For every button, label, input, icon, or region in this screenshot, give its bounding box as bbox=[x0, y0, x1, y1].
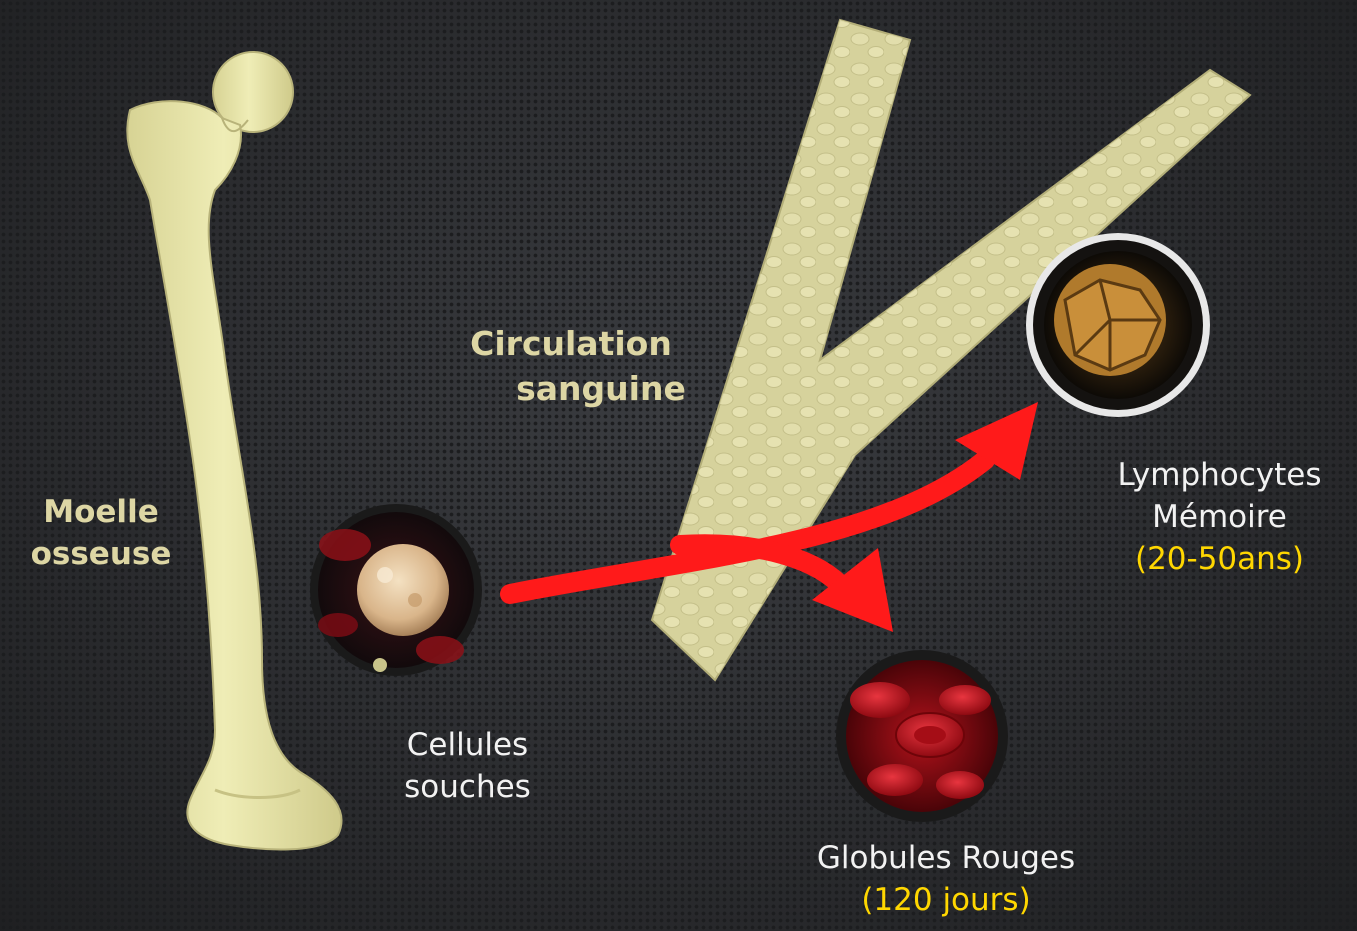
label-blood-circulation-line1: Circulation bbox=[455, 322, 717, 367]
label-red-blood-cells: Globules Rouges (120 jours) bbox=[790, 838, 1102, 922]
label-red-blood-cells-line1: Globules Rouges bbox=[790, 838, 1102, 880]
femur-bone-icon bbox=[127, 52, 341, 849]
label-memory-lymphocytes-lifespan: (20-50ans) bbox=[1092, 539, 1347, 581]
label-stem-cells: Cellules souches bbox=[380, 725, 555, 809]
label-blood-circulation-line2: sanguine bbox=[455, 367, 717, 412]
label-memory-lymphocytes-line1: Lymphocytes bbox=[1092, 455, 1347, 497]
label-red-blood-cells-lifespan: (120 jours) bbox=[790, 880, 1102, 922]
label-memory-lymphocytes: Lymphocytes Mémoire (20-50ans) bbox=[1092, 455, 1347, 581]
label-stem-cells-line1: Cellules bbox=[380, 725, 555, 767]
red-blood-cell-icon bbox=[836, 650, 1008, 822]
label-bone-marrow-line1: Moelle bbox=[16, 492, 186, 534]
label-memory-lymphocytes-line2: Mémoire bbox=[1092, 497, 1347, 539]
lymphocyte-cell-icon bbox=[1026, 233, 1210, 417]
stem-cell-icon bbox=[310, 504, 482, 676]
label-bone-marrow-line2: osseuse bbox=[16, 534, 186, 576]
label-stem-cells-line2: souches bbox=[380, 767, 555, 809]
label-bone-marrow: Moelle osseuse bbox=[16, 492, 186, 576]
label-blood-circulation: Circulation sanguine bbox=[455, 322, 717, 411]
